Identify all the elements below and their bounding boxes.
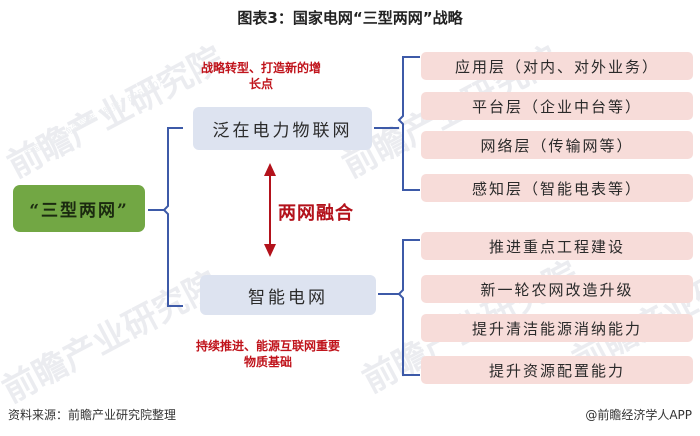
branch-label: 智能电网 <box>248 287 328 308</box>
leaf-label: 网络层（传输网等） <box>480 136 634 155</box>
leaf-label: 新一轮农网改造升级 <box>480 280 634 299</box>
branch-label: 泛在电力物联网 <box>212 121 353 141</box>
root-label: “三型两网” <box>29 201 129 221</box>
credit-note: @前瞻经济学人APP <box>585 408 692 422</box>
leaf-label: 平台层（企业中台等） <box>471 97 642 116</box>
leaf-label: 感知层（智能电表等） <box>471 179 642 198</box>
leaf-label: 应用层（对内、对外业务） <box>454 57 659 76</box>
fusion-arrow <box>264 163 276 257</box>
leaf-node: 感知层（智能电表等） <box>421 174 693 202</box>
branch-node-iot: 泛在电力物联网 <box>193 107 372 150</box>
branch-node-smart-grid: 智能电网 <box>200 275 376 315</box>
source-note: 资料来源：前瞻产业研究院整理 <box>8 408 177 422</box>
figure-title: 图表3：国家电网“三型两网”战略 <box>237 9 463 27</box>
leaf-node: 应用层（对内、对外业务） <box>421 52 693 80</box>
arrow-head-down <box>264 244 276 257</box>
leaf-node: 平台层（企业中台等） <box>421 92 693 120</box>
leaf-node: 网络层（传输网等） <box>421 131 693 159</box>
root-bracket <box>162 127 183 307</box>
fusion-label: 两网融合 <box>278 203 354 224</box>
arrow-head-up <box>264 163 276 176</box>
leaf-label: 提升清洁能源消纳能力 <box>471 319 642 338</box>
branch-bracket-bottom <box>397 239 420 376</box>
leaf-node: 提升清洁能源消纳能力 <box>421 314 693 342</box>
leaf-node: 推进重点工程建设 <box>421 232 693 260</box>
leaf-label: 推进重点工程建设 <box>488 237 625 256</box>
root-node: “三型两网” <box>13 185 145 232</box>
branch-note-bottom: 持续推进、能源互联网重要物质基础 <box>195 339 340 369</box>
branch-bracket-top <box>397 56 420 191</box>
leaf-label: 提升资源配置能力 <box>488 361 625 380</box>
leaf-node: 新一轮农网改造升级 <box>421 275 693 303</box>
branch-note-top: 战略转型、打造新的增长点 <box>200 61 321 91</box>
leaf-node: 提升资源配置能力 <box>421 356 693 384</box>
